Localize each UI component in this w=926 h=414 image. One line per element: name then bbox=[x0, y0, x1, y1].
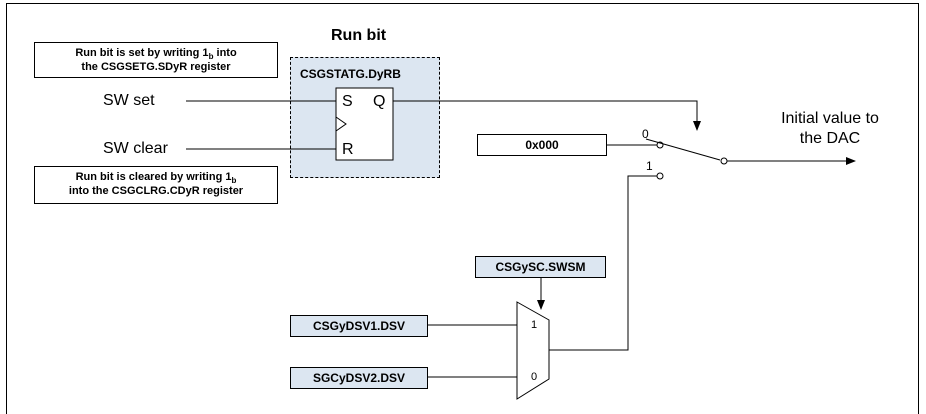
set-note-register: the CSGSETG.SDyR register bbox=[81, 61, 231, 73]
set-note-text: Run bit is set by writing 1 bbox=[75, 47, 209, 59]
sw-clear-label: SW clear bbox=[103, 140, 168, 157]
select-register-box: CSGySC.SWSM bbox=[475, 256, 606, 278]
clear-note-register: into the CSGCLRG.CDyR register bbox=[68, 185, 244, 197]
figure-frame bbox=[6, 3, 919, 414]
set-note-subscript: b bbox=[208, 52, 214, 62]
output-label-line2: the DAC bbox=[799, 130, 861, 147]
switch-pivot bbox=[720, 157, 728, 165]
run-bit-title: Run bit bbox=[331, 27, 387, 44]
output-label: Initial value to the DAC bbox=[771, 109, 889, 149]
clock-triangle bbox=[335, 116, 347, 132]
clear-note-text: Run bit is cleared by writing 1 bbox=[75, 171, 232, 183]
dsv1-register-box: CSGyDSV1.DSV bbox=[290, 315, 428, 337]
clear-note: Run bit is cleared by writing 1b into th… bbox=[34, 166, 278, 204]
switch-contact-1 bbox=[656, 172, 664, 180]
clear-note-subscript: b bbox=[231, 176, 237, 186]
mux-output-wire bbox=[549, 175, 657, 351]
set-note: Run bit is set by writing 1b into the CS… bbox=[34, 42, 278, 78]
mux-in0-label: 0 bbox=[531, 371, 538, 383]
pin-s: S bbox=[342, 93, 353, 110]
q-output-wire bbox=[393, 100, 701, 131]
pin-q: Q bbox=[373, 93, 386, 110]
output-label-line1: Initial value to bbox=[781, 110, 879, 127]
mux-body bbox=[516, 301, 550, 400]
mux-in1-label: 1 bbox=[531, 319, 538, 331]
set-note-text-end: into bbox=[213, 47, 237, 59]
switch-pos0-label: 0 bbox=[642, 127, 649, 141]
flipflop-name: CSGSTATG.DyRB bbox=[300, 67, 401, 81]
switch-lever bbox=[645, 138, 721, 161]
dsv2-register-box: SGCyDSV2.DSV bbox=[290, 367, 428, 389]
switch-pos1-label: 1 bbox=[646, 159, 653, 173]
pin-r: R bbox=[342, 141, 354, 158]
const-value-box: 0x000 bbox=[477, 134, 607, 156]
sw-set-label: SW set bbox=[103, 92, 155, 109]
